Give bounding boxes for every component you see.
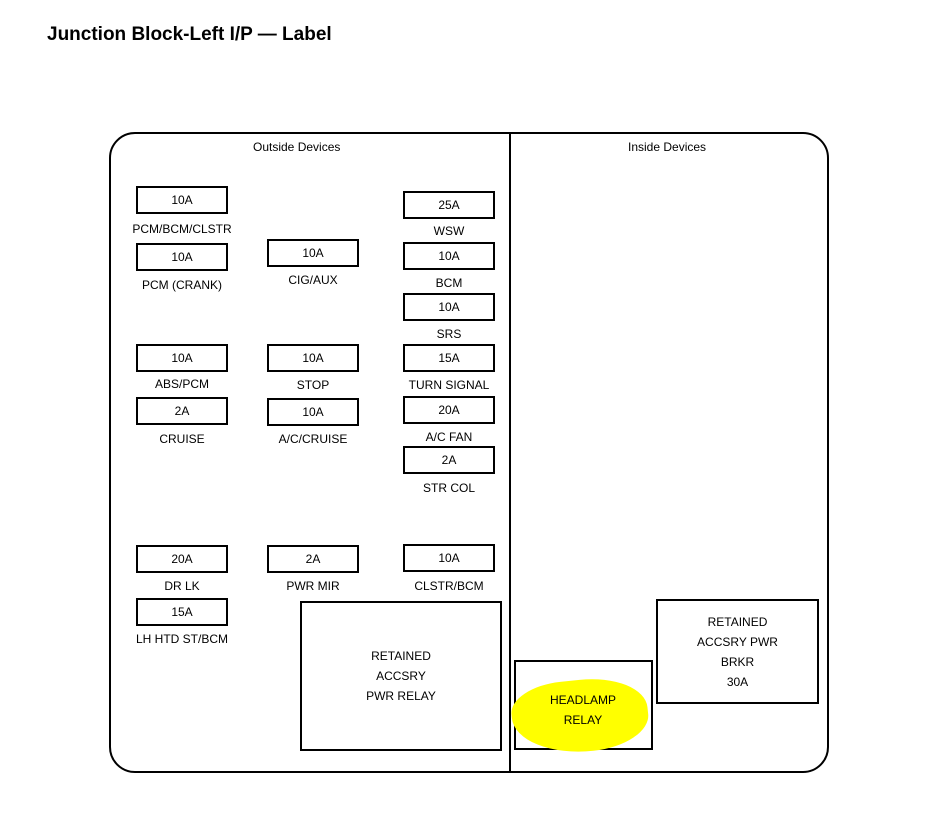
fuse-cruise: 2A (136, 397, 228, 425)
fuse-label-pwr-mir: PWR MIR (286, 579, 340, 593)
inside-devices-label: Inside Devices (628, 140, 707, 154)
fuse-ac-fan: 20A (403, 396, 495, 424)
fuse-lh-htd-st-bcm: 15A (136, 598, 228, 626)
fuse-clstr-bcm: 10A (403, 544, 495, 572)
fuse-cig-aux: 10A (267, 239, 359, 267)
relay-text-line1: RETAINED (371, 649, 431, 663)
fuse-turn-signal: 15A (403, 344, 495, 372)
section-divider (509, 132, 511, 773)
fuse-str-col: 2A (403, 446, 495, 474)
outside-devices-label: Outside Devices (253, 140, 341, 154)
fuse-label-turn-signal: TURN SIGNAL (408, 378, 490, 392)
fuse-label-pcm-bcm-clstr: PCM/BCM/CLSTR (132, 222, 232, 236)
fuse-bcm: 10A (403, 242, 495, 270)
fuse-label-pcm-crank: PCM (CRANK) (142, 278, 222, 292)
fuse-stop: 10A (267, 344, 359, 372)
junction-block-outline (109, 132, 829, 773)
headlamp-text-line2: RELAY (563, 713, 603, 727)
fuse-pwr-mir: 2A (267, 545, 359, 573)
fuse-label-ac-cruise: A/C/CRUISE (278, 432, 348, 446)
relay-text-line3: PWR RELAY (366, 689, 436, 703)
retained-accsry-pwr-relay: RETAINED ACCSRY PWR RELAY (300, 601, 502, 751)
fuse-label-abs-pcm: ABS/PCM (154, 377, 210, 391)
breaker-text-line3: BRKR (720, 654, 755, 669)
fuse-label-dr-lk: DR LK (164, 579, 200, 593)
fuse-label-srs: SRS (436, 327, 462, 341)
fuse-label-bcm: BCM (435, 276, 463, 290)
fuse-srs: 10A (403, 293, 495, 321)
fuse-pcm-bcm-clstr: 10A (136, 186, 228, 214)
fuse-label-lh-htd-st-bcm: LH HTD ST/BCM (135, 632, 229, 646)
fuse-wsw: 25A (403, 191, 495, 219)
relay-text-line2: ACCSRY (376, 669, 426, 683)
fuse-label-ac-fan: A/C FAN (425, 430, 473, 444)
fuse-label-cruise: CRUISE (159, 432, 205, 446)
fuse-ac-cruise: 10A (267, 398, 359, 426)
fuse-abs-pcm: 10A (136, 344, 228, 372)
breaker-text-line4: 30A (726, 674, 749, 689)
fuse-label-stop: STOP (296, 378, 330, 392)
retained-accsry-pwr-breaker: RETAINED ACCSRY PWR BRKR 30A (656, 599, 819, 704)
fuse-dr-lk: 20A (136, 545, 228, 573)
headlamp-text-line1: HEADLAMP (549, 693, 617, 707)
breaker-text-line2: ACCSRY PWR (697, 634, 778, 649)
fuse-label-wsw: WSW (433, 224, 465, 238)
fuse-pcm-crank: 10A (136, 243, 228, 271)
breaker-text-line1: RETAINED (707, 614, 768, 629)
fuse-label-str-col: STR COL (422, 481, 476, 495)
headlamp-relay: HEADLAMP RELAY (516, 690, 650, 730)
page-title: Junction Block-Left I/P — Label (47, 24, 332, 45)
fuse-label-cig-aux: CIG/AUX (288, 273, 338, 287)
fuse-label-clstr-bcm: CLSTR/BCM (414, 579, 484, 593)
